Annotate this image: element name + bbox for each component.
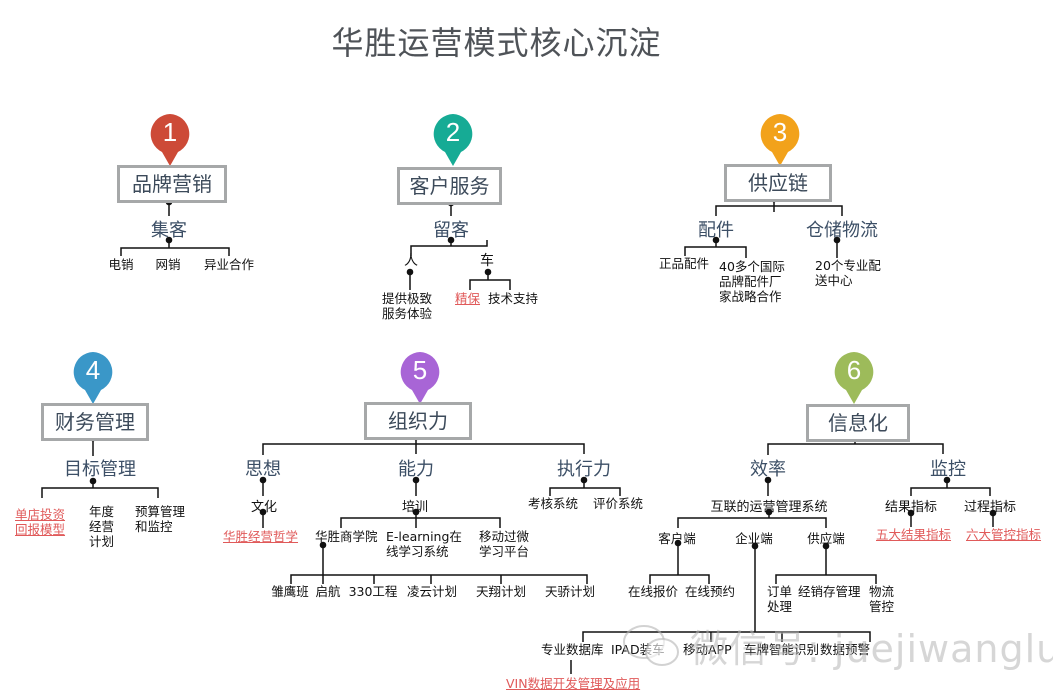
link-vin-data[interactable]: VIN数据开发管理及应用 [506,676,641,691]
section-box-finance: 财务管理 [41,403,149,441]
leaf: 经销存管理 [798,584,861,599]
pin-number: 1 [162,117,178,147]
leaf: 提供极致 服务体验 [382,291,433,321]
node-execution: 执行力 [557,459,611,480]
link-six-control-indicators[interactable]: 六大管控指标 [966,527,1042,542]
leaf: 技术支持 [488,291,539,306]
program-leaf: 天骄计划 [544,584,596,599]
program-leaf: 天翔计划 [475,584,527,599]
leaf: 异业合作 [203,257,255,272]
leaf: 电销 [108,257,134,272]
node-thought: 思想 [245,459,281,480]
leaf: 在线报价 [628,584,679,599]
pin-6-icon: 6 [832,350,876,404]
connector-line [262,443,585,455]
program-leaf: 凌云计划 [406,584,458,599]
connector-line [715,205,843,216]
leaf: 华胜商学院 [315,529,378,544]
program-leaf: 雏鹰班 [271,584,309,599]
leaf: 订单 处理 [767,584,793,614]
node-che: 车 [480,253,494,269]
node-culture: 文化 [250,500,278,515]
connector-line [410,240,488,256]
section-box-informatization: 信息化 [806,404,910,442]
leaf: 考核系统 [528,496,579,511]
link-store-roi-model[interactable]: 单店投资 回报模型 [15,507,66,537]
connector-line [582,631,871,642]
pin-1-icon: 1 [148,112,192,166]
link-huasheng-philosophy[interactable]: 华胜经营哲学 [223,529,299,544]
pin-number: 5 [412,355,428,385]
leaf: 移动APP [683,642,732,657]
leaf: 预算管理 和监控 [135,504,186,534]
connector-line [290,574,588,584]
connector-line [549,487,621,496]
leaf: 正品配件 [659,256,710,271]
leaf: 评价系统 [593,496,644,511]
leaf: 专业数据库 [541,642,604,657]
leaf: 物流 管控 [869,584,895,614]
leaf: 20个专业配 送中心 [815,258,881,288]
program-leaf: 启航 [315,584,341,599]
program-leaf: 330工程 [348,584,398,599]
pin-number: 4 [85,355,101,385]
leaf: 40多个国际 品牌配件厂 家战略合作 [719,259,785,304]
node-supplier-end: 供应端 [807,531,845,546]
connector-line [340,517,501,528]
connector-line [469,279,511,290]
node-warehouse-logistics: 仓储物流 [806,220,878,241]
pin-4-icon: 4 [71,350,115,404]
leaf: 网销 [155,257,181,272]
connector-line [775,574,877,584]
page-title: 华胜运营模式核心沉淀 [0,18,1053,64]
section-box-organization: 组织力 [364,402,472,440]
leaf: 在线预约 [685,584,736,599]
section-box-customer-service: 客户服务 [397,167,502,205]
connector-line [649,574,710,584]
leaf: 车牌智能识别 [744,642,820,657]
node-monitoring: 监控 [930,459,966,480]
leaf: IPAD装车 [611,642,665,657]
connector-line [677,517,827,528]
title-text: 华胜运营模式核心沉淀 [331,24,662,62]
pin-number: 6 [846,355,862,385]
pin-3-icon: 3 [758,112,802,166]
node-client-end: 客户端 [658,531,696,546]
node-training: 培训 [401,500,429,515]
leaf: 数据预警 [820,642,871,657]
connector-line [767,443,944,455]
node-result-indicators: 结果指标 [884,500,938,515]
section-box-brand-marketing: 品牌营销 [117,165,227,203]
pin-number: 3 [772,117,788,147]
leaf: 移动过微 学习平台 [479,529,530,559]
node-process-indicators: 过程指标 [963,500,1017,515]
node-ji-ke: 集客 [151,220,187,241]
pin-number: 2 [445,117,461,147]
pin-2-icon: 2 [431,112,475,166]
node-enterprise-end: 企业端 [735,531,773,546]
leaf: 年度 经营 计划 [89,504,115,549]
node-efficiency: 效率 [750,459,786,480]
connector-line [41,487,159,498]
connector-line [910,487,991,496]
node-ops-system: 互联的运营管理系统 [710,500,828,515]
link-five-result-indicators[interactable]: 五大结果指标 [876,527,952,542]
connector-line [120,247,230,256]
leaf: E-learning在 线学习系统 [386,529,462,559]
link-jing-bao[interactable]: 精保 [455,291,481,306]
node-liu-ke: 留客 [433,220,469,241]
section-box-supply-chain: 供应链 [724,164,832,202]
node-ability: 能力 [398,459,434,480]
node-target-management: 目标管理 [64,459,136,480]
node-ren: 人 [404,253,418,269]
node-pei-jian: 配件 [698,220,734,241]
pin-5-icon: 5 [398,350,442,404]
